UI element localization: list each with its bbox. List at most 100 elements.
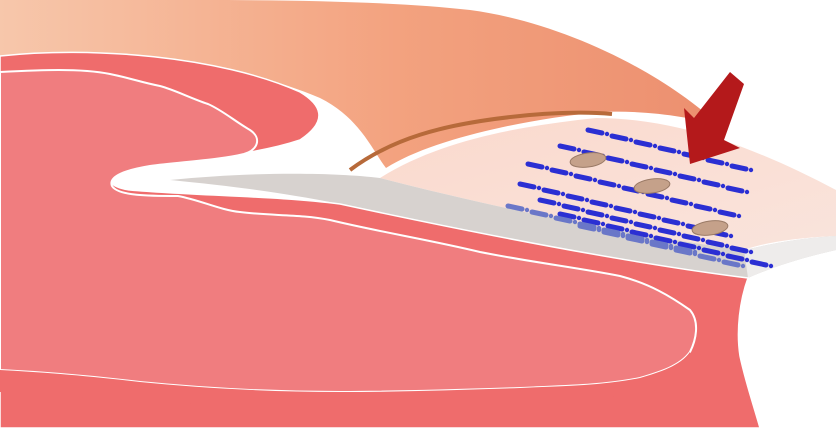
fiber-node	[593, 178, 597, 182]
fiber-segment	[544, 190, 558, 193]
fiber-segment	[652, 244, 666, 247]
fiber-node	[601, 222, 605, 226]
fiber-node	[605, 214, 609, 218]
fiber-node	[649, 166, 653, 170]
fiber-node	[561, 192, 565, 196]
fiber-segment	[704, 182, 718, 185]
fiber-segment	[680, 176, 694, 179]
fiber-node	[737, 214, 741, 218]
fiber-node	[693, 252, 697, 256]
fiber-node	[717, 258, 721, 262]
fiber-node	[721, 252, 725, 256]
fiber-node	[749, 250, 753, 254]
fiber-segment	[592, 202, 606, 205]
fiber-node	[621, 234, 625, 238]
fiber-segment	[628, 238, 642, 241]
fiber-node	[653, 144, 657, 148]
fiber-node	[625, 160, 629, 164]
fiber-segment	[648, 194, 662, 197]
fiber-node	[577, 148, 581, 152]
fiber-segment	[640, 214, 654, 217]
fiber-segment	[560, 214, 574, 217]
fiber-segment	[660, 230, 674, 233]
fiber-node	[609, 204, 613, 208]
fiber-segment	[728, 188, 742, 191]
fiber-node	[633, 210, 637, 214]
fiber-segment	[704, 250, 718, 253]
fiber-segment	[532, 212, 546, 215]
fiber-node	[585, 198, 589, 202]
fiber-segment	[604, 232, 618, 235]
fiber-node	[557, 202, 561, 206]
fiber-segment	[728, 256, 742, 259]
fiber-segment	[672, 200, 686, 203]
fiber-segment	[600, 182, 614, 185]
fiber-node	[697, 246, 701, 250]
fiber-node	[697, 178, 701, 182]
fiber-segment	[612, 136, 626, 139]
fiber-node	[689, 202, 693, 206]
fiber-node	[681, 222, 685, 226]
fiber-segment	[656, 170, 670, 173]
fiber-segment	[708, 160, 722, 163]
fiber-segment	[696, 206, 710, 209]
fiber-segment	[528, 164, 542, 167]
fiber-segment	[664, 220, 678, 223]
fiber-segment	[676, 250, 690, 253]
fiber-segment	[752, 262, 766, 265]
fiber-node	[677, 150, 681, 154]
fiber-segment	[708, 242, 722, 245]
fiber-node	[625, 228, 629, 232]
fiber-node	[725, 162, 729, 166]
fiber-node	[537, 186, 541, 190]
fiber-node	[617, 184, 621, 188]
fiber-node	[577, 216, 581, 220]
fiber-segment	[656, 238, 670, 241]
fiber-segment	[540, 200, 554, 203]
fiber-node	[669, 246, 673, 250]
fiber-segment	[612, 218, 626, 221]
fiber-node	[629, 138, 633, 142]
fiber-segment	[564, 206, 578, 209]
fiber-segment	[588, 130, 602, 133]
fiber-node	[629, 220, 633, 224]
fiber-node	[665, 196, 669, 200]
fiber-segment	[684, 236, 698, 239]
fiber-segment	[632, 164, 646, 167]
fiber-node	[657, 216, 661, 220]
fiber-node	[645, 240, 649, 244]
fiber-node	[649, 234, 653, 238]
fiber-segment	[580, 226, 594, 229]
fiber-node	[581, 208, 585, 212]
fiber-segment	[560, 146, 574, 149]
fiber-segment	[632, 232, 646, 235]
fiber-segment	[556, 218, 570, 221]
fiber-segment	[552, 170, 566, 173]
fiber-node	[673, 240, 677, 244]
fiber-segment	[732, 248, 746, 251]
fiber-segment	[576, 176, 590, 179]
fiber-segment	[724, 262, 738, 265]
fiber-segment	[568, 196, 582, 199]
fiber-segment	[636, 142, 650, 145]
fiber-node	[745, 258, 749, 262]
fiber-node	[597, 228, 601, 232]
fiber-node	[749, 168, 753, 172]
fiber-segment	[608, 226, 622, 229]
fiber-node	[605, 132, 609, 136]
fiber-segment	[636, 224, 650, 227]
fiber-node	[525, 208, 529, 212]
fiber-node	[677, 232, 681, 236]
fiber-segment	[520, 184, 534, 187]
fiber-node	[701, 238, 705, 242]
fiber-node	[725, 244, 729, 248]
fiber-node	[653, 226, 657, 230]
fiber-node	[741, 264, 745, 268]
fiber-segment	[608, 158, 622, 161]
fiber-node	[745, 190, 749, 194]
fiber-node	[673, 172, 677, 176]
fiber-node	[569, 172, 573, 176]
fiber-node	[573, 220, 577, 224]
